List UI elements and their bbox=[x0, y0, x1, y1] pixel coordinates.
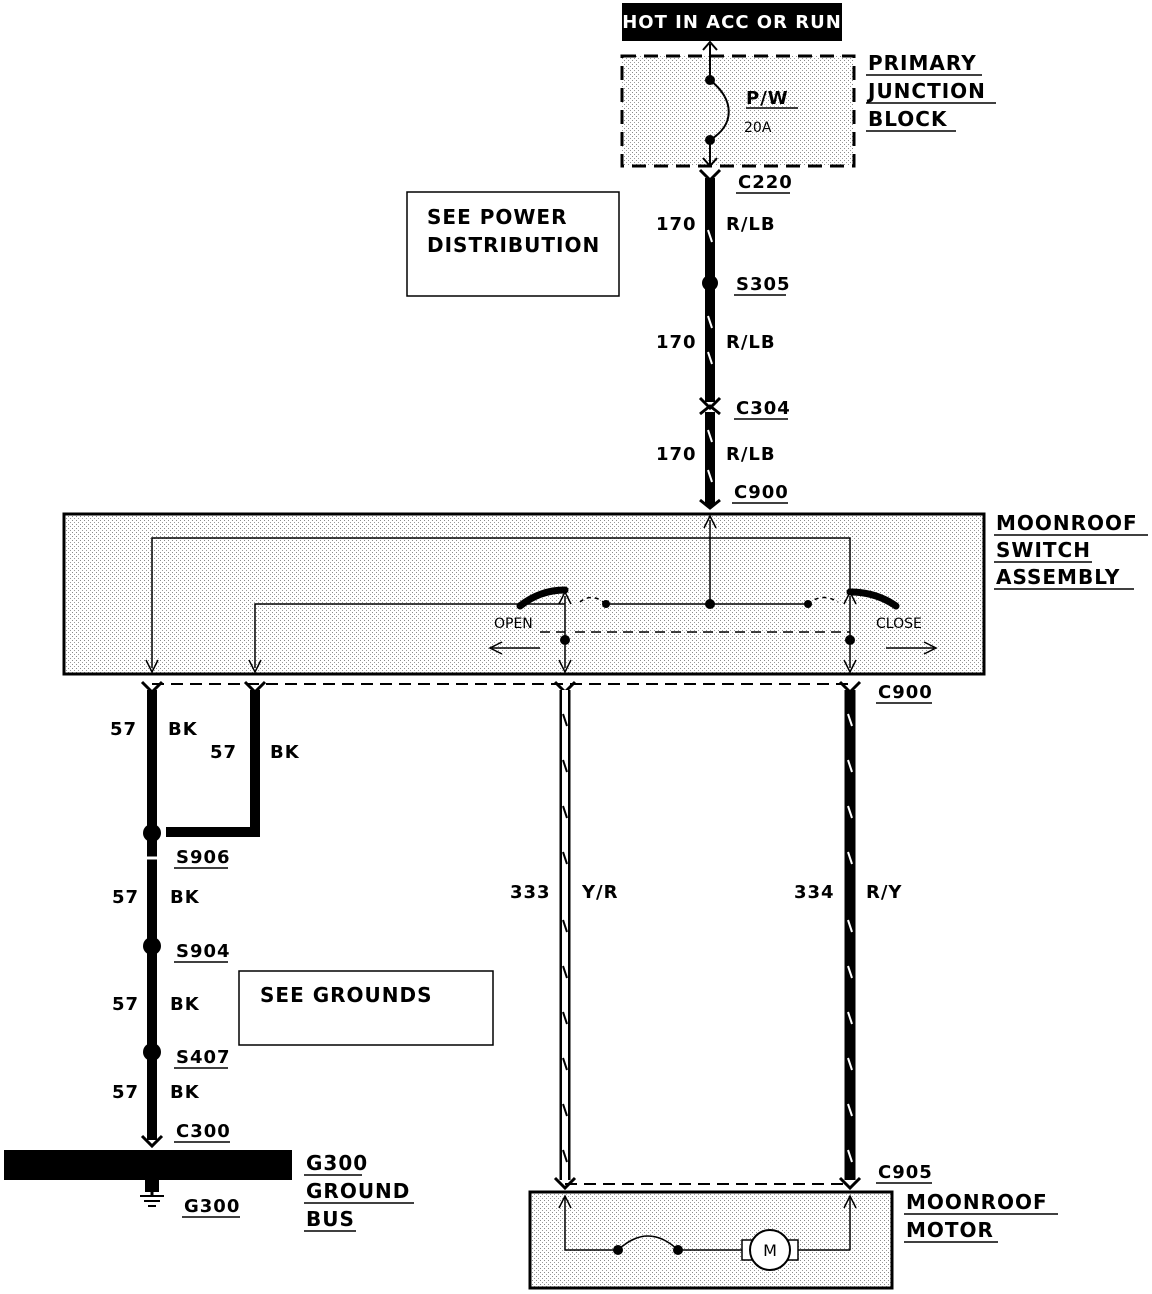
wire-170-c-number: 170 bbox=[656, 444, 697, 465]
connector-c300: C300 bbox=[140, 1121, 231, 1149]
wire-57-c-number: 57 bbox=[112, 887, 139, 908]
see-power-distribution-box: SEE POWER DISTRIBUTION bbox=[406, 191, 620, 297]
connector-c220: C220 bbox=[698, 168, 793, 194]
wire-334-number: 334 bbox=[794, 882, 835, 903]
motor-label-line-2: MOTOR bbox=[906, 1218, 994, 1242]
switch-label-line-1: MOONROOF bbox=[996, 511, 1138, 535]
connector-c900-bottom-label: C900 bbox=[878, 682, 933, 703]
wire-57-bk bbox=[147, 690, 260, 1140]
connector-c905: C905 bbox=[553, 1162, 933, 1191]
ground-bus-g300: G300 bbox=[4, 1150, 292, 1218]
connector-c900-top: C900 bbox=[699, 482, 789, 510]
wire-57-e-number: 57 bbox=[112, 1082, 139, 1103]
wire-333-yr bbox=[559, 690, 571, 1180]
wire-170-b-color: R/LB bbox=[726, 332, 776, 353]
connector-c905-label: C905 bbox=[878, 1162, 933, 1183]
connector-c220-label: C220 bbox=[738, 172, 793, 193]
connector-c900-top-label: C900 bbox=[734, 482, 789, 503]
wire-170-a-color: R/LB bbox=[726, 214, 776, 235]
wire-57-a-color: BK bbox=[168, 719, 198, 740]
wire-57-d-number: 57 bbox=[112, 994, 139, 1015]
motor-icon: M bbox=[741, 1229, 799, 1271]
wire-334-ry bbox=[844, 690, 856, 1180]
wire-57-a-number: 57 bbox=[110, 719, 137, 740]
ground-bus-label: G300 GROUND BUS bbox=[304, 1151, 414, 1232]
primary-junction-block-label: PRIMARY JUNCTION BLOCK bbox=[866, 51, 996, 132]
moonroof-motor: M bbox=[528, 1190, 894, 1290]
splice-s407-label: S407 bbox=[176, 1047, 231, 1068]
switch-label-line-3: ASSEMBLY bbox=[996, 565, 1120, 589]
wire-57-d-color: BK bbox=[170, 994, 200, 1015]
splice-s904: S904 bbox=[143, 937, 231, 963]
moonroof-motor-label: MOONROOF MOTOR bbox=[904, 1190, 1058, 1243]
switch-close-label: CLOSE bbox=[876, 616, 922, 632]
switch-close-contact bbox=[804, 588, 900, 610]
ground-point-label: G300 bbox=[184, 1196, 240, 1217]
connector-c300-label: C300 bbox=[176, 1121, 231, 1142]
motor-label-line-1: MOONROOF bbox=[906, 1190, 1048, 1214]
see-power-line-1: SEE POWER bbox=[427, 205, 567, 229]
primary-junction-block: P/W 20A bbox=[620, 40, 856, 168]
see-grounds-text: SEE GROUNDS bbox=[260, 983, 433, 1007]
wire-334-color: R/Y bbox=[866, 882, 902, 903]
splice-s906-label: S906 bbox=[176, 847, 231, 868]
wire-57-e-color: BK bbox=[170, 1082, 200, 1103]
wire-170-b-number: 170 bbox=[656, 332, 697, 353]
power-source-banner: HOT IN ACC OR RUN bbox=[622, 3, 842, 41]
see-grounds-box: SEE GROUNDS bbox=[238, 970, 494, 1046]
pjb-label-line-3: BLOCK bbox=[868, 107, 948, 131]
power-banner-text: HOT IN ACC OR RUN bbox=[622, 12, 842, 33]
pjb-label-line-2: JUNCTION bbox=[866, 79, 986, 103]
splice-s906: S906 bbox=[143, 824, 231, 869]
connector-c304-label: C304 bbox=[736, 398, 791, 419]
wire-170-rlb bbox=[705, 178, 715, 506]
moonroof-switch-assembly-label: MOONROOF SWITCH ASSEMBLY bbox=[994, 511, 1148, 590]
moonroof-switch-assembly: OPEN CLOSE bbox=[62, 512, 986, 676]
ground-bus-line-1: G300 bbox=[306, 1151, 368, 1175]
connector-c304: C304 bbox=[698, 396, 791, 420]
switch-open-label: OPEN bbox=[494, 616, 533, 632]
splice-s305-label: S305 bbox=[736, 274, 791, 295]
see-power-line-2: DISTRIBUTION bbox=[427, 233, 600, 257]
pjb-label-line-1: PRIMARY bbox=[868, 51, 977, 75]
ground-icon bbox=[140, 1180, 164, 1207]
wire-170-c-color: R/LB bbox=[726, 444, 776, 465]
wire-333-color: Y/R bbox=[581, 882, 618, 903]
fuse-icon bbox=[702, 40, 730, 168]
wire-57-c-color: BK bbox=[170, 887, 200, 908]
ground-bus-line-2: GROUND bbox=[306, 1179, 410, 1203]
splice-s305: S305 bbox=[702, 274, 791, 296]
fuse-name: P/W bbox=[746, 88, 789, 109]
fuse-rating: 20A bbox=[744, 120, 772, 136]
wire-57-b-number: 57 bbox=[210, 742, 237, 763]
motor-symbol: M bbox=[763, 1241, 777, 1260]
wire-170-a-number: 170 bbox=[656, 214, 697, 235]
switch-open-contact bbox=[516, 586, 610, 610]
splice-s904-label: S904 bbox=[176, 941, 231, 962]
wire-333-number: 333 bbox=[510, 882, 551, 903]
switch-label-line-2: SWITCH bbox=[996, 538, 1091, 562]
ground-bus-line-3: BUS bbox=[306, 1207, 355, 1231]
splice-s407: S407 bbox=[143, 1043, 231, 1069]
wire-57-b-color: BK bbox=[270, 742, 300, 763]
connector-c900-bottom: C900 bbox=[140, 680, 933, 704]
